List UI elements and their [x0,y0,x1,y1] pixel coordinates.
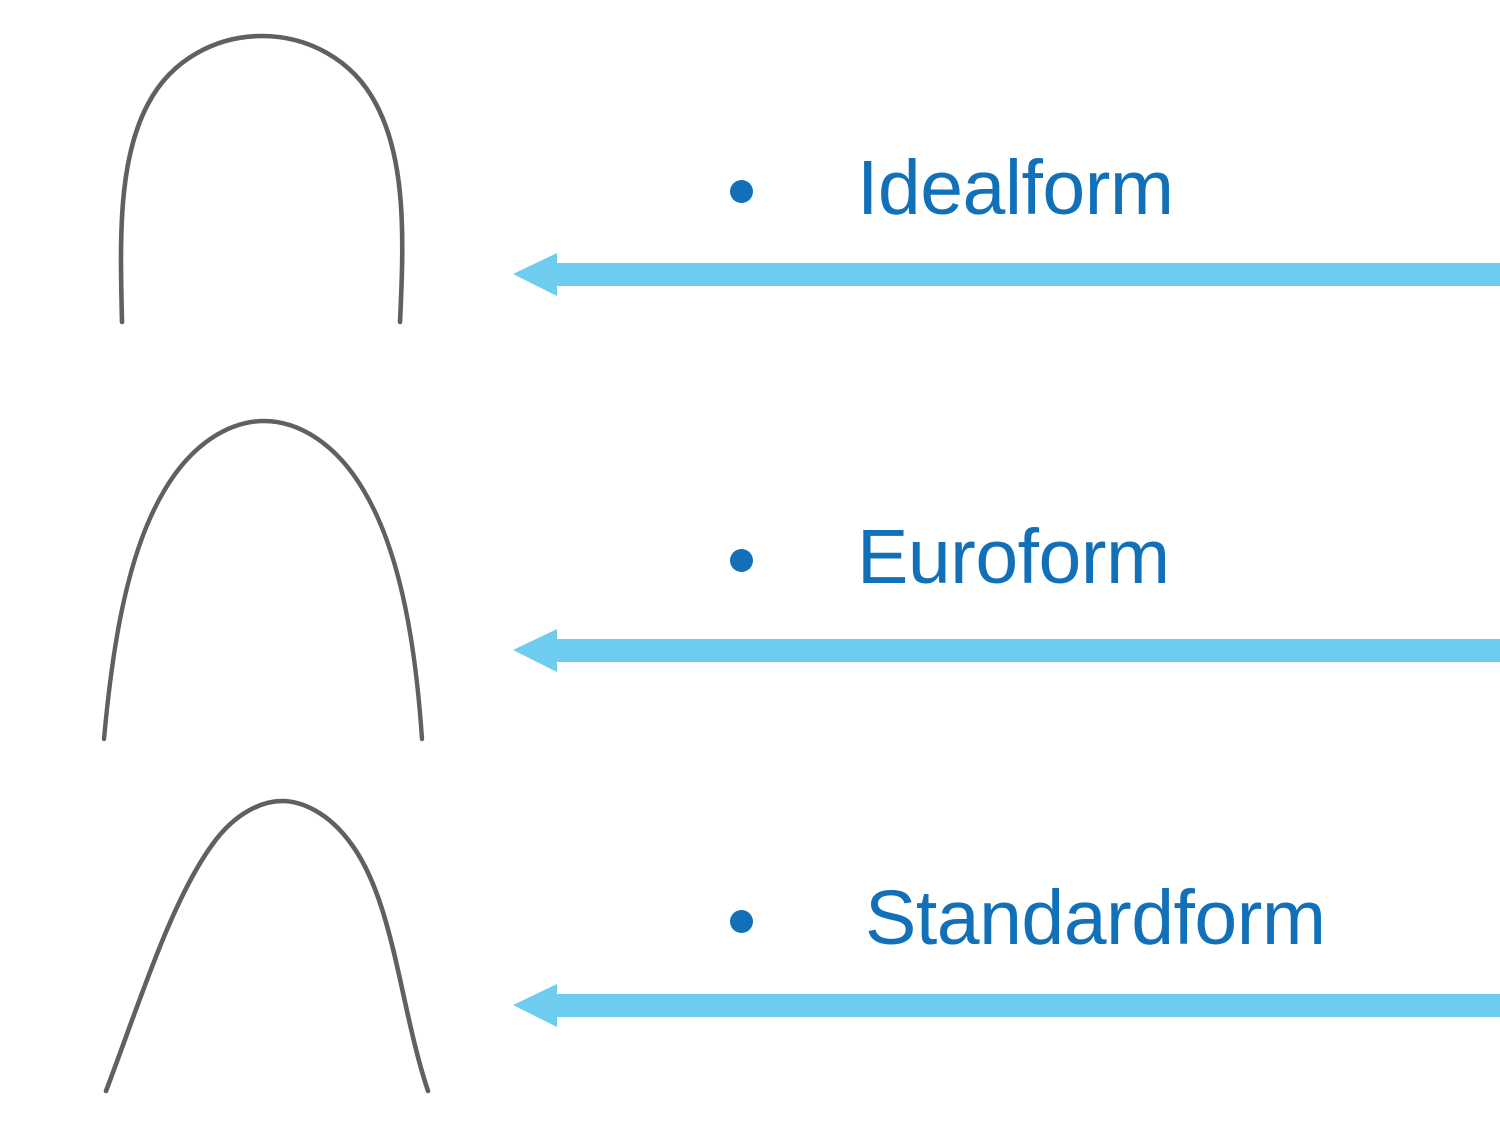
list-item-idealform: Idealform [730,145,1174,231]
left-arrow-idealform [505,248,1500,300]
list-item-standardform: Standardform [730,880,1326,957]
list-item-label: Idealform [857,145,1174,231]
left-arrow-euroform-svg [513,629,1500,672]
bullet-dot-icon [730,180,753,203]
left-arrow-euroform [505,624,1500,676]
list-item-euroform: Euroform [730,519,1170,596]
list-item-label: Standardform [865,875,1326,961]
bullet-dot-icon [730,549,753,572]
euroform-archwire-svg [101,418,425,742]
euroform-archwire [60,395,480,755]
left-arrow-standardform [505,979,1500,1031]
idealform-archwire-svg [118,33,405,325]
idealform-archwire [60,10,480,350]
standardform-archwire-svg [103,798,431,1094]
list-item-label: Euroform [857,514,1170,600]
left-arrow-standardform-svg [513,984,1500,1027]
bullet-dot-icon [730,910,753,933]
standardform-archwire [60,775,490,1115]
left-arrow-idealform-svg [513,253,1500,296]
